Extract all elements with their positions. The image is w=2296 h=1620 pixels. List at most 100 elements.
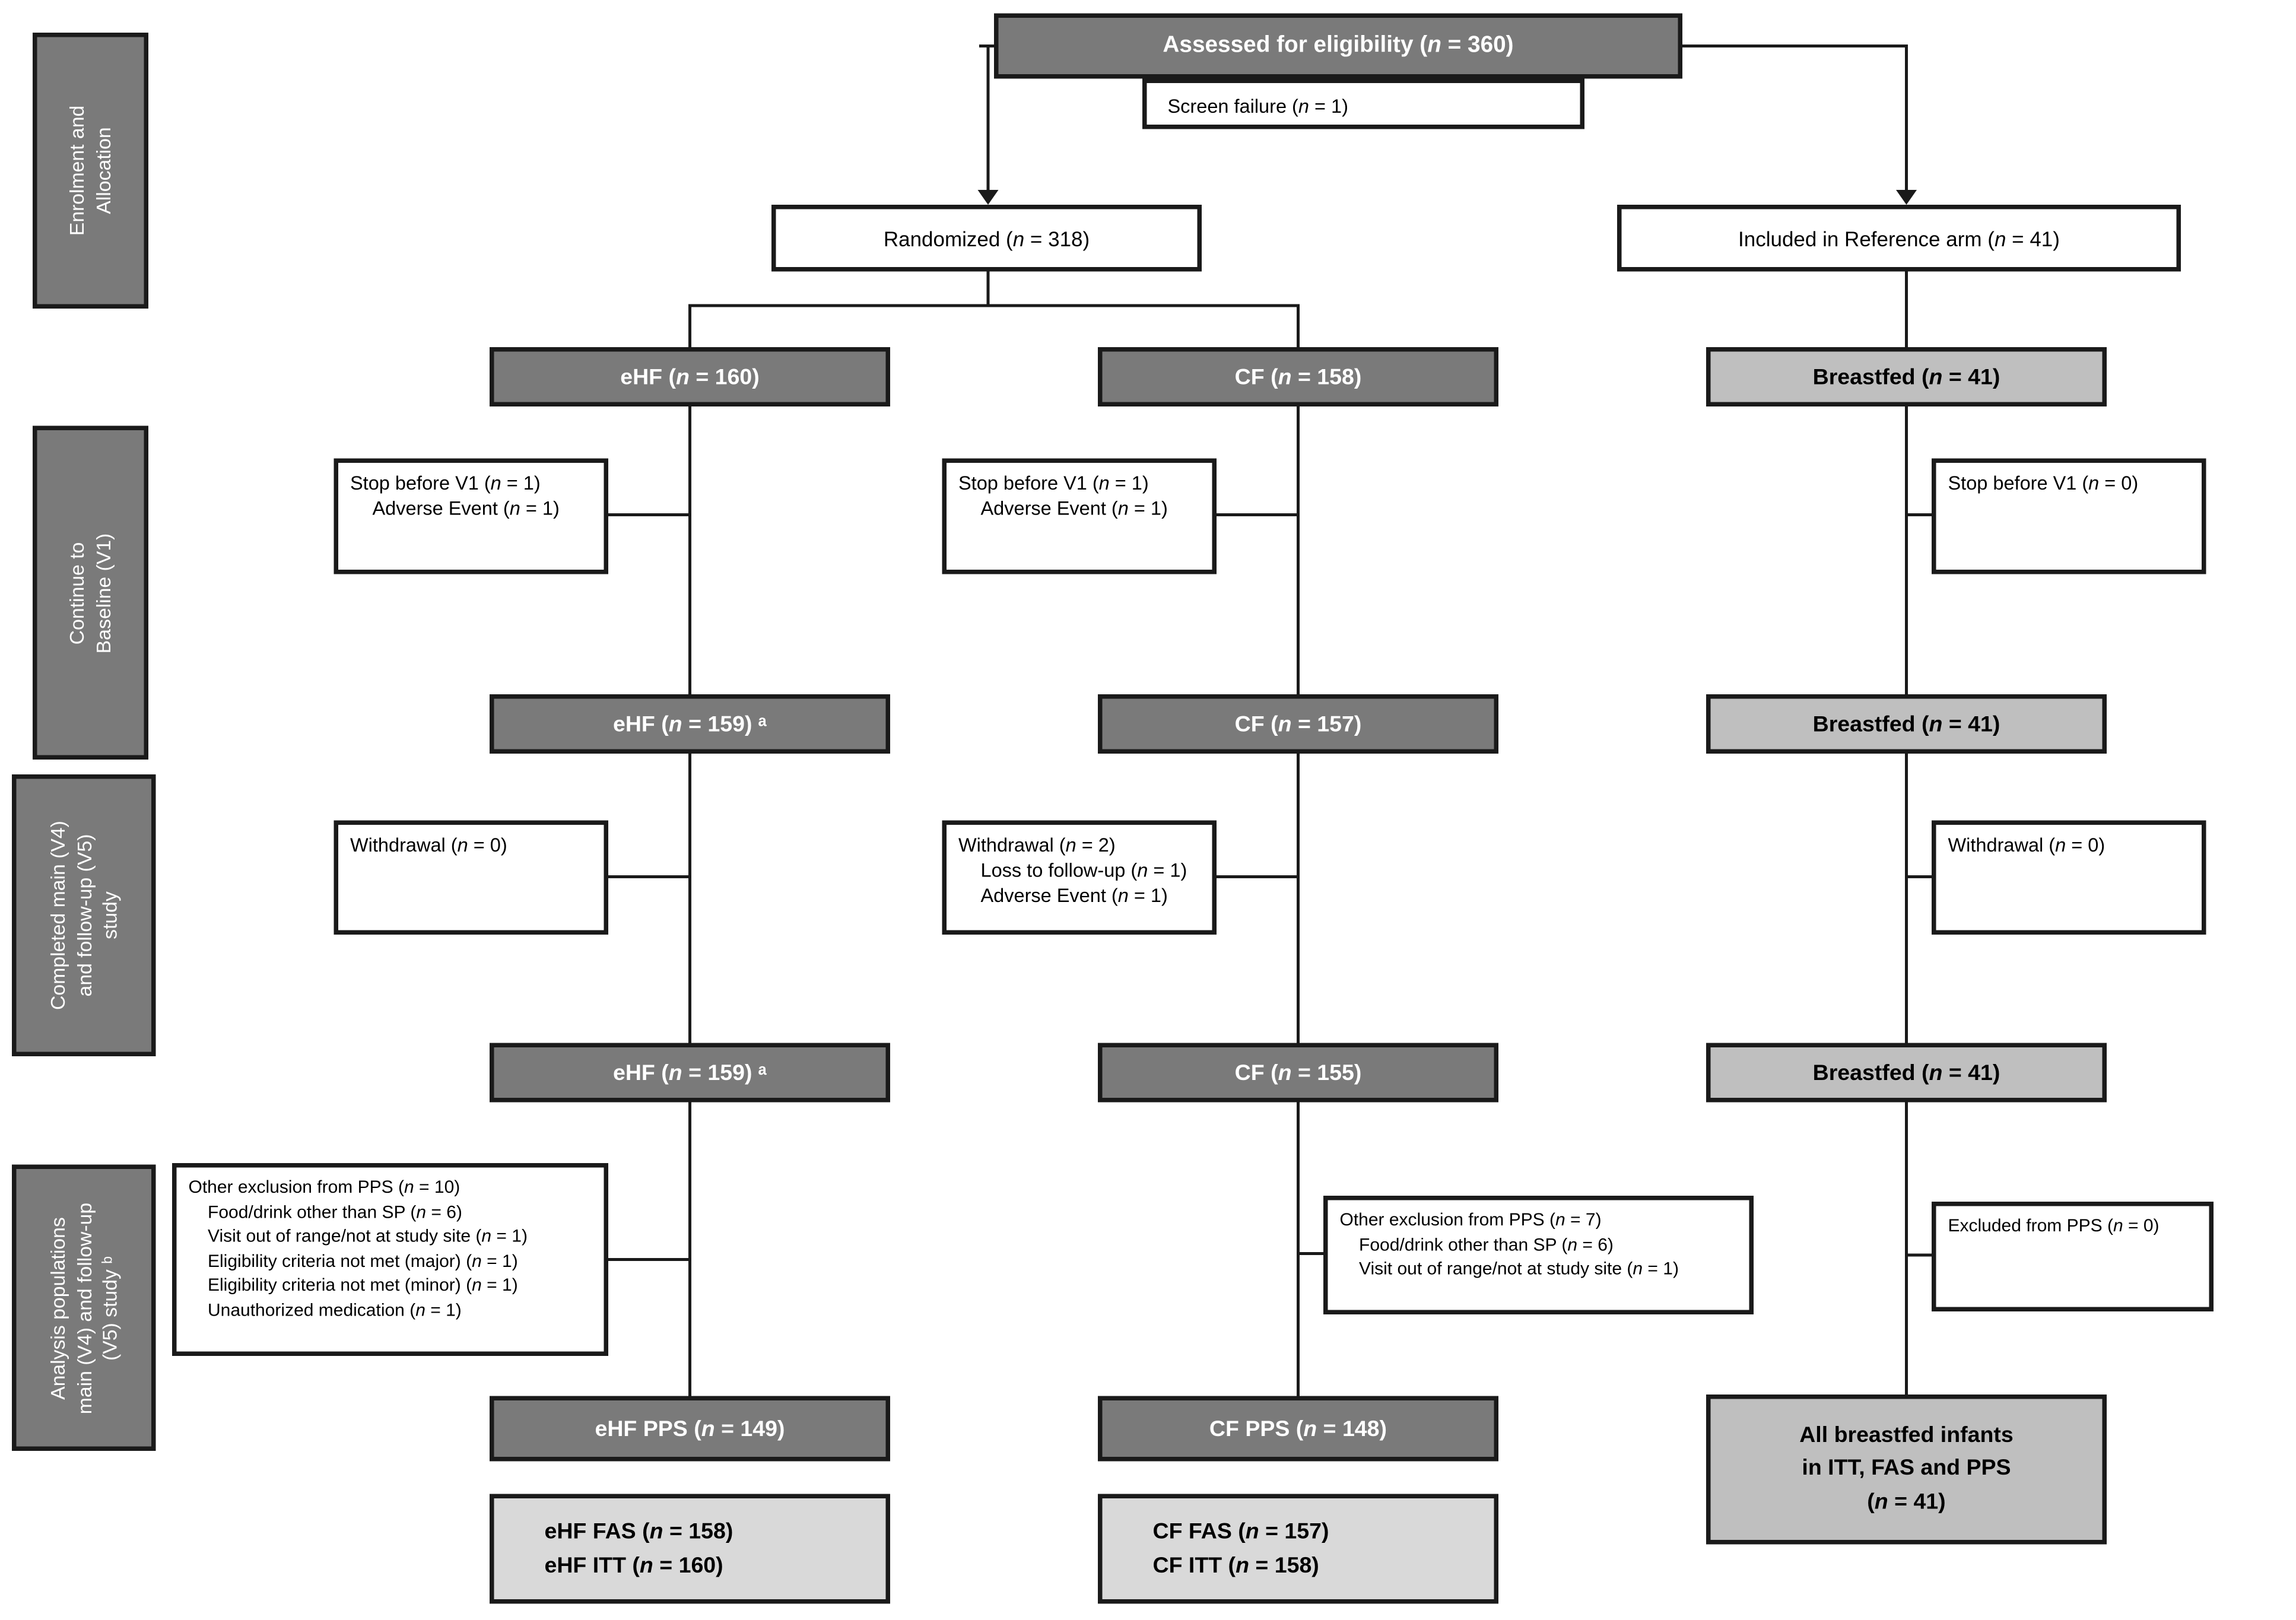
ehf-itt-label: eHF ITT (n = 160) — [544, 1553, 723, 1579]
arrowhead-randomized — [977, 190, 999, 205]
stage-label-completed-text: Completed main (V4) and follow-up (V5) s… — [46, 821, 121, 1010]
bf-baseline-label: Breastfed (n = 41) — [1812, 711, 2000, 737]
ehf-completed-box: eHF (n = 159) ᵃ — [490, 1043, 890, 1103]
connector-line — [688, 406, 691, 694]
cf-itt-label: CF ITT (n = 158) — [1152, 1553, 1319, 1579]
assessed-label: Assessed for eligibility (n = 360) — [1163, 33, 1514, 58]
connector-line — [1905, 271, 1908, 347]
ehf-fas-label: eHF FAS (n = 158) — [544, 1519, 733, 1544]
connector-line — [688, 304, 1300, 307]
cf-exclusion-reason: Food/drink other than SP (n = 6) — [1359, 1233, 1614, 1254]
arrowhead-reference — [1896, 190, 1917, 205]
ehf-pps-label: eHF PPS (n = 149) — [595, 1416, 785, 1441]
screen-failure-box: Screen failure (n = 1) — [1142, 78, 1584, 129]
cf-exclusion-reason: Visit out of range/not at study site (n … — [1359, 1258, 1679, 1279]
connector-line — [688, 1102, 691, 1396]
stage-label-completed: Completed main (V4) and follow-up (V5) s… — [12, 774, 156, 1056]
bf-allocation-label: Breastfed (n = 41) — [1812, 364, 2000, 390]
connector-line — [688, 304, 691, 347]
bf-withdrawal-line: Withdrawal (n = 0) — [1948, 834, 2106, 856]
connector-line — [1217, 875, 1297, 878]
ehf-exclusion-reason: Visit out of range/not at study site (n … — [208, 1225, 528, 1247]
cf-allocation-box: CF (n = 158) — [1098, 347, 1498, 406]
cf-analysis-box: CF FAS (n = 157) CF ITT (n = 158) — [1098, 1494, 1498, 1604]
connector-line — [688, 754, 691, 1043]
ehf-exclusion-reason: Eligibility criteria not met (major) (n … — [208, 1250, 518, 1271]
ehf-exclusion-line: Other exclusion from PPS (n = 10) — [188, 1176, 461, 1197]
connector-line — [1905, 406, 1908, 694]
bf-analysis-label: All breastfed infants in ITT, FAS and PP… — [1799, 1422, 2014, 1514]
reference-arm-box: Included in Reference arm (n = 41) — [1617, 205, 2181, 272]
cf-stop-reason: Adverse Event (n = 1) — [980, 497, 1168, 520]
assessed-box: Assessed for eligibility (n = 360) — [994, 13, 1682, 79]
cf-pps-label: CF PPS (n = 148) — [1209, 1416, 1387, 1441]
cf-exclusion-line: Other exclusion from PPS (n = 7) — [1339, 1209, 1602, 1230]
bf-analysis-box: All breastfed infants in ITT, FAS and PP… — [1706, 1395, 2107, 1545]
cf-withdrawal-box: Withdrawal (n = 2) Loss to follow-up (n … — [942, 820, 1217, 935]
bf-allocation-box: Breastfed (n = 41) — [1706, 347, 2107, 406]
cf-baseline-box: CF (n = 157) — [1098, 694, 1498, 754]
cf-exclusion-box: Other exclusion from PPS (n = 7) Food/dr… — [1323, 1196, 1754, 1314]
connector-line — [1905, 754, 1908, 1043]
connector-line — [1217, 513, 1297, 516]
cf-withdrawal-reason: Adverse Event (n = 1) — [980, 884, 1168, 907]
connector-line — [1297, 1102, 1300, 1396]
connector-line — [986, 271, 990, 307]
reference-arm-label: Included in Reference arm (n = 41) — [1738, 226, 2060, 250]
connector-line — [608, 513, 688, 516]
connector-line — [1905, 1102, 1908, 1395]
cf-completed-box: CF (n = 155) — [1098, 1043, 1498, 1103]
stage-label-baseline-text: Continue to Baseline (V1) — [66, 532, 115, 653]
cf-withdrawal-reason: Loss to follow-up (n = 1) — [980, 859, 1187, 882]
connector-line — [1297, 754, 1300, 1043]
bf-excluded-box: Excluded from PPS (n = 0) — [1932, 1202, 2214, 1311]
ehf-pps-box: eHF PPS (n = 149) — [490, 1396, 890, 1462]
connector-line — [1908, 513, 1932, 516]
cf-stop-box: Stop before V1 (n = 1) Adverse Event (n … — [942, 458, 1217, 574]
cf-fas-label: CF FAS (n = 157) — [1152, 1519, 1329, 1544]
connector-line — [1300, 1252, 1323, 1255]
cf-baseline-label: CF (n = 157) — [1234, 711, 1362, 737]
ehf-exclusion-reason: Unauthorized medication (n = 1) — [208, 1299, 462, 1320]
randomized-label: Randomized (n = 318) — [883, 226, 1090, 250]
stage-label-baseline: Continue to Baseline (V1) — [33, 425, 148, 760]
stage-label-analysis: Analysis populations main (V4) and follo… — [12, 1164, 156, 1451]
ehf-exclusion-reason: Food/drink other than SP (n = 6) — [208, 1200, 462, 1222]
connector-line — [608, 875, 688, 878]
bf-baseline-box: Breastfed (n = 41) — [1706, 694, 2107, 754]
ehf-allocation-box: eHF (n = 160) — [490, 347, 890, 406]
connector-line — [1297, 304, 1300, 347]
ehf-stop-box: Stop before V1 (n = 1) Adverse Event (n … — [334, 458, 608, 574]
ehf-stop-line: Stop before V1 (n = 1) — [350, 472, 541, 494]
connector-line — [608, 1258, 688, 1261]
connector-line — [986, 46, 990, 195]
screen-failure-label: Screen failure (n = 1) — [1167, 95, 1348, 117]
connector-line — [1908, 875, 1932, 878]
randomized-box: Randomized (n = 318) — [771, 205, 1202, 272]
ehf-withdrawal-line: Withdrawal (n = 0) — [350, 834, 507, 856]
connector-line — [1682, 45, 1908, 47]
ehf-baseline-label: eHF (n = 159) ᵃ — [612, 711, 767, 737]
stage-label-analysis-text: Analysis populations main (V4) and follo… — [46, 1202, 121, 1413]
cf-withdrawal-line: Withdrawal (n = 2) — [958, 834, 1116, 856]
bf-completed-label: Breastfed (n = 41) — [1812, 1060, 2000, 1085]
ehf-analysis-box: eHF FAS (n = 158) eHF ITT (n = 160) — [490, 1494, 890, 1604]
bf-withdrawal-box: Withdrawal (n = 0) — [1932, 820, 2206, 935]
ehf-stop-reason: Adverse Event (n = 1) — [372, 497, 560, 520]
bf-excluded-line: Excluded from PPS (n = 0) — [1948, 1215, 2160, 1236]
cf-completed-label: CF (n = 155) — [1234, 1060, 1362, 1085]
ehf-exclusion-reason: Eligibility criteria not met (minor) (n … — [208, 1274, 518, 1295]
connector-line — [1297, 406, 1300, 694]
connector-line — [1905, 46, 1908, 195]
ehf-baseline-box: eHF (n = 159) ᵃ — [490, 694, 890, 754]
bf-stop-line: Stop before V1 (n = 0) — [1948, 472, 2139, 494]
cf-pps-box: CF PPS (n = 148) — [1098, 1396, 1498, 1462]
ehf-allocation-label: eHF (n = 160) — [620, 364, 760, 390]
bf-completed-box: Breastfed (n = 41) — [1706, 1043, 2107, 1103]
bf-stop-box: Stop before V1 (n = 0) — [1932, 458, 2206, 574]
cf-stop-line: Stop before V1 (n = 1) — [958, 472, 1149, 494]
stage-label-enrolment-text: Enrolment and Allocation — [66, 105, 115, 236]
cf-allocation-label: CF (n = 158) — [1234, 364, 1362, 390]
ehf-completed-label: eHF (n = 159) ᵃ — [612, 1060, 767, 1085]
